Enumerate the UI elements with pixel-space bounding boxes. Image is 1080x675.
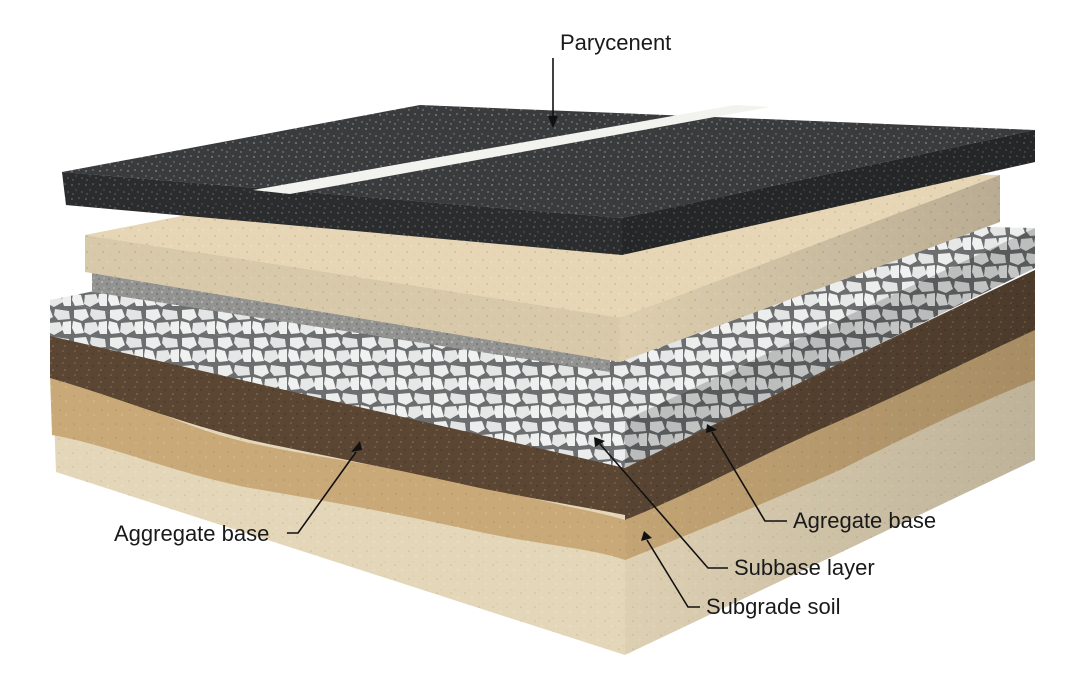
label-parycenent: Parycenent — [560, 30, 671, 55]
asphalt-front-face — [62, 172, 622, 255]
cobble-side-face — [625, 228, 1035, 468]
leader-right-1 — [706, 424, 787, 522]
lane-stripe — [253, 105, 770, 194]
asphalt-slab — [62, 105, 1035, 255]
leader-left — [287, 441, 362, 534]
leader-right-2 — [594, 437, 728, 569]
dark-soil-band-front — [50, 335, 625, 515]
leader-right-3 — [641, 531, 700, 608]
sand-front-face — [85, 235, 620, 362]
leader-top — [548, 58, 558, 128]
label-aggregate-base-left: Aggregate base — [114, 521, 269, 546]
labels: Parycenent Aggregate base Agregate base … — [114, 30, 936, 619]
tan-soil-band-front — [50, 375, 625, 560]
asphalt-side-face — [622, 130, 1035, 255]
leader-lines — [287, 58, 787, 608]
cobble-front-face — [50, 300, 625, 468]
label-subbase-layer: Subbase layer — [734, 555, 875, 580]
gravel-front-face — [92, 272, 610, 372]
label-subgrade-soil: Subgrade soil — [706, 594, 841, 619]
label-agregate-base-right: Agregate base — [793, 508, 936, 533]
